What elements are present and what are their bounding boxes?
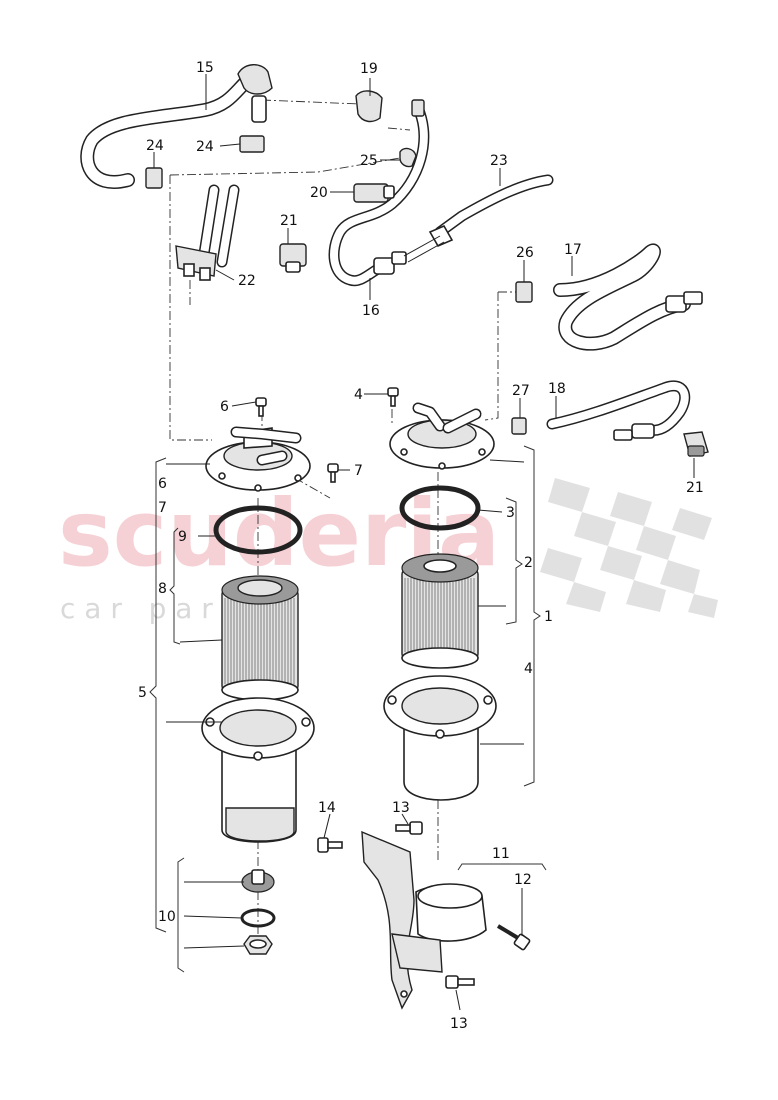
callout-4-housing: 4	[524, 661, 533, 677]
bracket-11	[361, 830, 487, 1010]
leader-lines	[153, 74, 695, 1011]
callout-21-top: 21	[280, 213, 298, 229]
checkered-flag-watermark	[540, 478, 718, 618]
callout-10: 10	[158, 909, 176, 925]
callout-6: 6	[158, 476, 167, 492]
screw-6	[255, 397, 267, 417]
bolt-12	[496, 924, 531, 951]
callout-17: 17	[564, 242, 582, 258]
screw-4	[387, 387, 399, 407]
callout-2: 2	[524, 555, 533, 571]
bolt-14	[317, 837, 343, 853]
filter-element-8	[221, 575, 299, 701]
callout-23: 23	[490, 153, 508, 169]
callout-13-bottom: 13	[450, 1016, 468, 1032]
filter-cover-6	[205, 426, 311, 492]
callout-27: 27	[512, 383, 530, 399]
drain-valve-10	[241, 869, 275, 893]
connector-20	[353, 183, 395, 203]
hose-18	[546, 380, 691, 441]
filter-housing-left	[201, 697, 315, 843]
clamp-19	[355, 90, 383, 123]
callout-7-screw: 7	[354, 463, 363, 479]
bolt-13-top	[395, 821, 423, 835]
callout-14: 14	[318, 800, 336, 816]
hose-16	[328, 99, 430, 287]
seal-ring-3	[399, 485, 481, 531]
watermark: scuderia c a r p a r t s	[58, 478, 718, 625]
callout-16: 16	[362, 303, 380, 319]
callout-4-screw: 4	[354, 387, 363, 403]
clip-25	[399, 147, 417, 168]
clip-21-top	[279, 243, 307, 273]
callout-8: 8	[158, 581, 167, 597]
clip-24-top	[239, 135, 265, 153]
callout-15: 15	[196, 60, 214, 76]
callout-11: 11	[492, 846, 510, 862]
callout-6-screw: 6	[220, 399, 229, 415]
callout-3: 3	[506, 505, 515, 521]
hose-17	[553, 243, 703, 351]
drain-nut-10	[243, 935, 273, 955]
seal-ring-9	[213, 505, 303, 555]
callout-5: 5	[138, 685, 147, 701]
clip-24-left	[145, 167, 163, 189]
callout-22: 22	[238, 273, 256, 289]
callout-13-top: 13	[392, 800, 410, 816]
group-brackets	[149, 445, 547, 973]
callout-21-right: 21	[686, 480, 704, 496]
callout-9: 9	[178, 529, 187, 545]
callout-20: 20	[310, 185, 328, 201]
callout-25: 25	[360, 153, 378, 169]
callout-24-left: 24	[146, 138, 164, 154]
callout-7: 7	[158, 500, 167, 516]
filter-housing-right	[383, 675, 497, 801]
hose-23	[403, 174, 554, 263]
filter-cover-2	[389, 402, 495, 470]
clip-27	[511, 417, 527, 435]
callout-12: 12	[514, 872, 532, 888]
callout-1: 1	[544, 609, 553, 625]
hose-15	[80, 64, 273, 189]
callout-24-top: 24	[196, 139, 214, 155]
clip-26	[515, 281, 533, 303]
callout-18: 18	[548, 381, 566, 397]
filter-element-right	[401, 553, 479, 669]
callout-labels: 1 2 3 4 4 5 6 6 7 7 8 9 10 11 12 13 13 1…	[138, 60, 704, 1032]
screw-7	[327, 463, 339, 483]
clip-21-right	[683, 431, 709, 457]
bolt-13-bottom	[445, 975, 475, 989]
callout-26: 26	[516, 245, 534, 261]
hose-assembly-22	[175, 184, 240, 281]
callout-19: 19	[360, 61, 378, 77]
